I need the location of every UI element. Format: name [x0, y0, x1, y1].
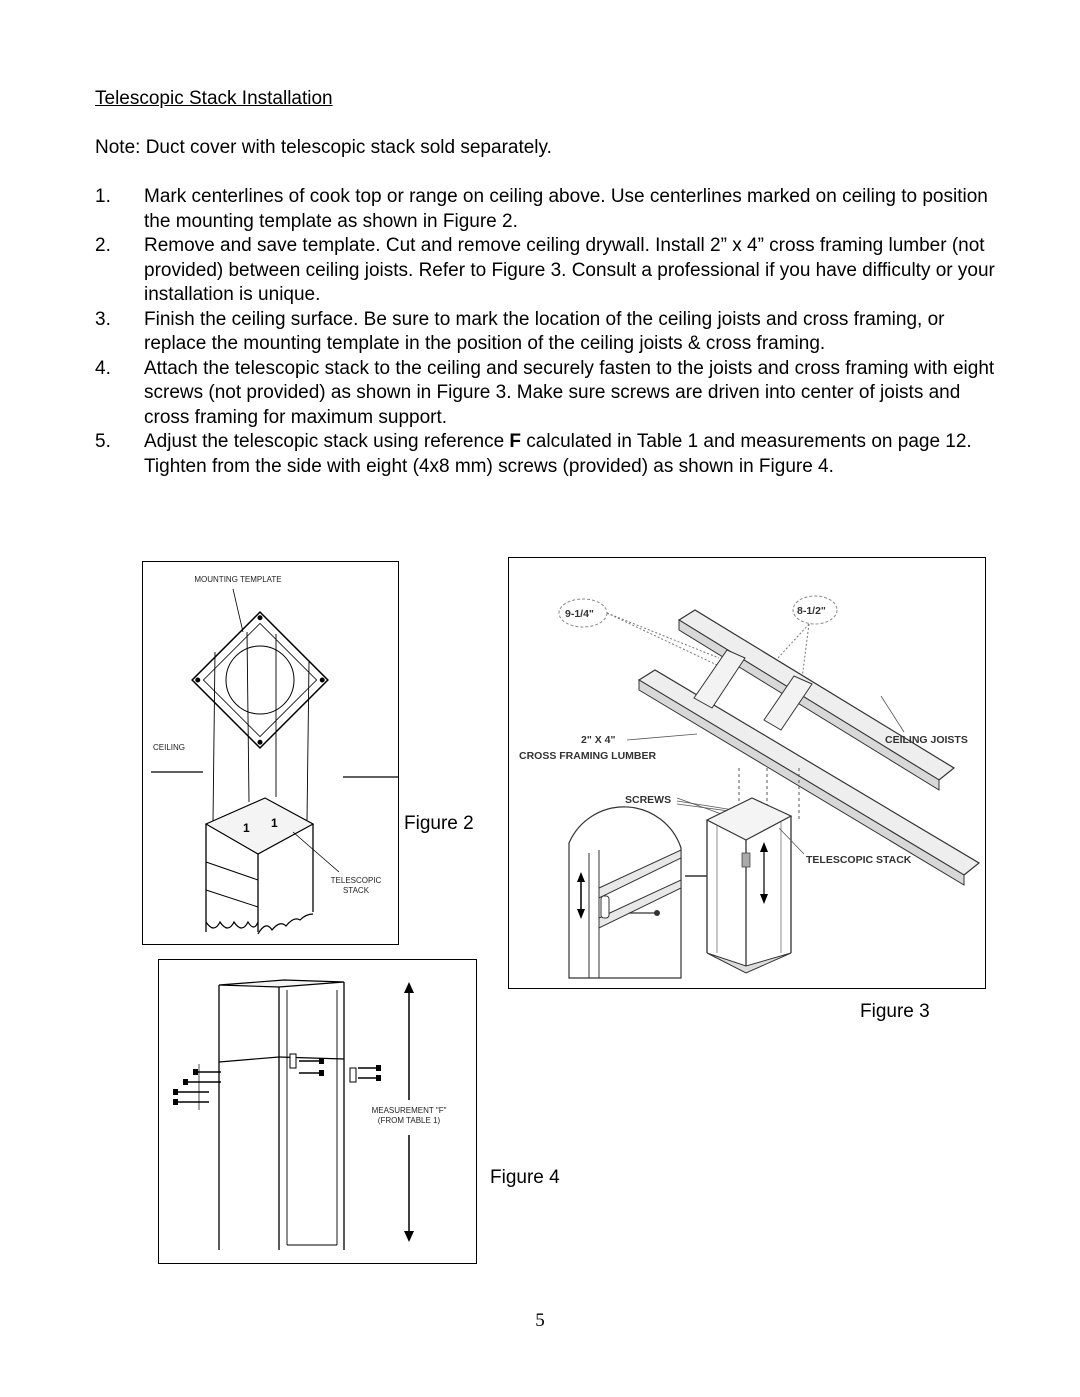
step-number: 3. [95, 308, 111, 330]
figure-4-caption: Figure 4 [490, 1167, 560, 1188]
svg-text:1: 1 [271, 816, 278, 830]
from-table-label: (FROM TABLE 1) [378, 1116, 441, 1125]
stack-label: STACK [343, 886, 370, 895]
dim-left-label: 9-1/4" [565, 608, 594, 620]
leader-line [232, 588, 244, 633]
ceiling-label: CEILING [153, 743, 185, 752]
step-text: Remove and save template. Cut and remove… [144, 235, 995, 305]
page-number: 5 [535, 1310, 545, 1331]
leader-line [292, 831, 340, 873]
figure-3-panel: 9-1/4" 8-1/2" 2" X 4" CROSS FRAMING LUMB… [508, 557, 986, 989]
step-number: 5. [95, 431, 111, 452]
reference-f: F [509, 431, 522, 452]
list-item: 3. Finish the ceiling surface. Be sure to… [95, 308, 1000, 357]
ceiling-joist-lower [637, 669, 981, 886]
list-item: 1. Mark centerlines of cook top or range … [95, 185, 1000, 234]
figure-3-illustration: 9-1/4" 8-1/2" 2" X 4" CROSS FRAMING LUMB… [519, 595, 981, 979]
figure-2-caption: Figure 2 [404, 813, 474, 834]
page-title: Telescopic Stack Installation [95, 88, 333, 109]
mounting-template-label: MOUNTING TEMPLATE [194, 575, 281, 584]
step-number: 2. [95, 235, 111, 256]
screws-label: SCREWS [625, 794, 671, 806]
instruction-list: 1. Mark centerlines of cook top or range … [95, 185, 1000, 479]
ceiling-joist-upper [677, 609, 956, 791]
step-text: Mark centerlines of cook top or range on… [144, 186, 988, 232]
lumber-size-label: 2" X 4" [581, 734, 615, 746]
measurement-arrow [404, 982, 414, 1242]
note-text: Note: Duct cover with telescopic stack s… [95, 137, 552, 158]
telescopic-stack: 1 1 [204, 797, 315, 935]
list-item: 2. Remove and save template. Cut and remo… [95, 234, 1000, 308]
step-text: Attach the telescopic stack to the ceili… [144, 357, 995, 428]
step-text: Finish the ceiling surface. Be sure to m… [144, 308, 945, 355]
detail-inset [568, 806, 682, 979]
figure-2-illustration: MOUNTING TEMPLATE CEILING 1 1 [151, 575, 405, 935]
ceiling-joists-label: CEILING JOISTS [885, 734, 968, 746]
figure-4-panel: MEASUREMENT "F" (FROM TABLE 1) [158, 959, 477, 1264]
telescopic-stack-label: TELESCOPIC STACK [806, 854, 912, 866]
step-text: Adjust the telescopic stack using refere… [144, 431, 510, 452]
screws-left [173, 1064, 221, 1110]
step-number: 1. [95, 186, 111, 207]
list-item: 4. Attach the telescopic stack to the cei… [95, 357, 1000, 431]
dim-right-label: 8-1/2" [797, 605, 826, 617]
telescopic-label: TELESCOPIC [331, 876, 382, 885]
step-number: 4. [95, 357, 111, 379]
telescopic-stack [705, 797, 793, 974]
figure-3-caption: Figure 3 [860, 1001, 930, 1022]
measurement-label: MEASUREMENT "F" [372, 1106, 447, 1115]
svg-text:1: 1 [243, 821, 250, 835]
mounting-template [191, 611, 329, 749]
screws-right [358, 1065, 381, 1081]
figure-2-panel: MOUNTING TEMPLATE CEILING 1 1 [142, 561, 405, 945]
cross-framing-lumber [693, 649, 813, 731]
list-item: 5. Adjust the telescopic stack using refe… [95, 430, 1000, 479]
dim-circle-right [792, 595, 838, 625]
telescopic-stack [218, 979, 357, 1250]
figure-4-illustration: MEASUREMENT "F" (FROM TABLE 1) [173, 979, 447, 1250]
step-text-cont: calculated in Table 1 and measurements o… [144, 431, 972, 477]
cross-framing-label: CROSS FRAMING LUMBER [519, 750, 656, 762]
screws-center [299, 1058, 324, 1076]
